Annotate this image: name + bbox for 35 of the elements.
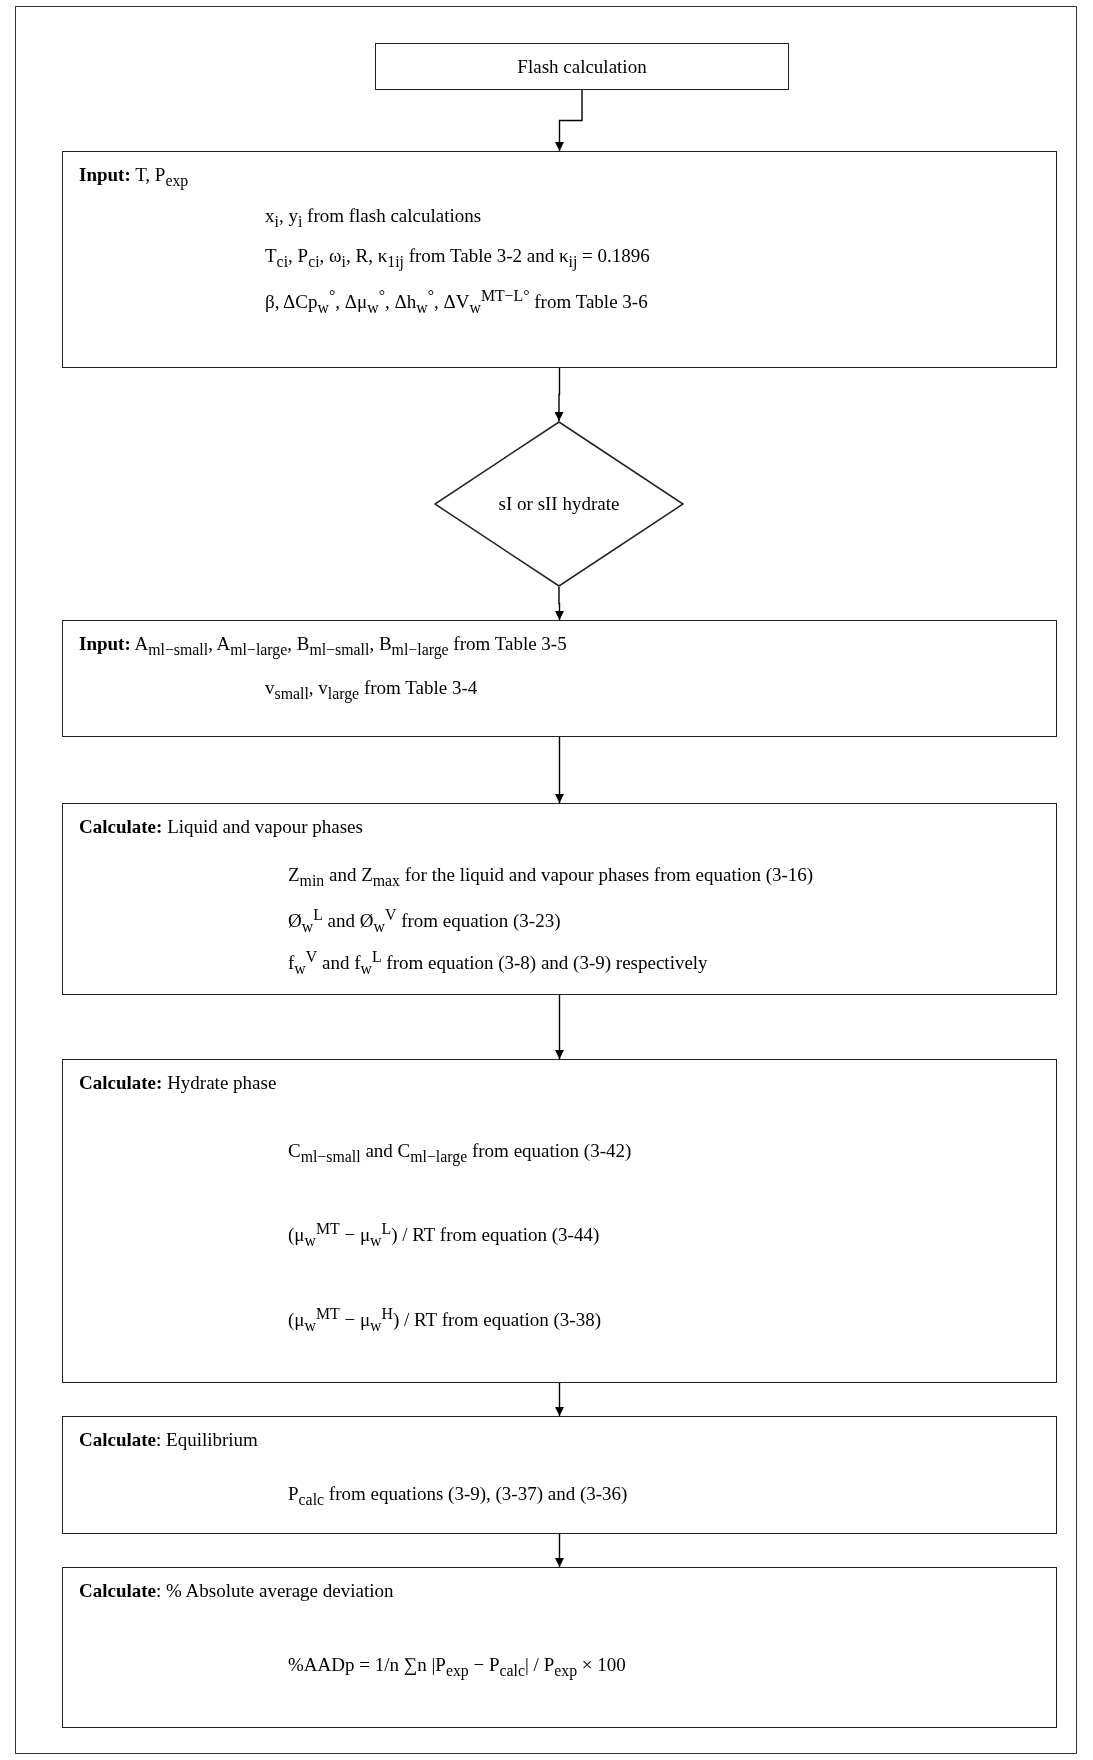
process-box bbox=[62, 803, 1057, 995]
step-heading: Input: A$_{ml−small}$, A$_{ml−large}$, B$_{ml−small}$, B$_{ml−large}$ from Table 3-5 bbox=[79, 633, 567, 660]
step-title: Flash calculation bbox=[516, 55, 648, 78]
decision-diamond bbox=[434, 421, 684, 587]
arrow bbox=[555, 1533, 564, 1568]
arrow bbox=[554, 367, 564, 422]
step-heading: Calculate: Hydrate phase bbox=[79, 1072, 277, 1095]
step-line: P$_{calc}$ from equations (3-9), (3-37) and (3-36) bbox=[288, 1483, 628, 1510]
step-line: Z$_{min}$ and Z$_{max}$ for the liquid and vapour phases from equation (3-16) bbox=[288, 864, 814, 891]
arrow bbox=[555, 736, 564, 804]
step-line: v$_{small}$, v$_{large}$ from Table 3-4 bbox=[265, 677, 478, 704]
step-line: f$_{w}$$^{V}$ and f$_{w}$$^{L}$ from equation (3-8) and (3-9) respectively bbox=[288, 948, 708, 980]
step-heading: Calculate: Liquid and vapour phases bbox=[79, 816, 363, 839]
step-heading: Input: T, P$_{exp}$ bbox=[79, 164, 189, 191]
step-line: C$_{ml−small}$ and C$_{ml−large}$ from equation (3-42) bbox=[288, 1140, 632, 1167]
step-line: Ø$_{w}$$^{L}$ and Ø$_{w}$$^{V}$ from equation (3-23) bbox=[288, 906, 561, 938]
process-box bbox=[375, 43, 789, 90]
step-line: (μ$_{w}$$^{MT}$ − μ$_{w}$$^{H}$) / RT from equation (3-38) bbox=[288, 1305, 601, 1337]
step-line: x$_{i}$, y$_{i}$ from flash calculations bbox=[265, 205, 482, 232]
step-line: %AADp = 1/n ∑n |P$_{exp}$ − P$_{calc}$| / P$_{exp}$ × 100 bbox=[288, 1654, 626, 1681]
process-box bbox=[62, 1059, 1057, 1383]
process-box bbox=[62, 1416, 1057, 1534]
step-heading: Calculate: % Absolute average deviation bbox=[79, 1580, 394, 1603]
step-line: β, ΔCp$_{w}$$^{°}$, Δμ$_{w}$$^{°}$, Δh$_{w}$$^{°}$, ΔV$_{w}$$^{MT−L°}$ from Table 3-6 bbox=[265, 287, 648, 319]
arrow bbox=[555, 994, 564, 1060]
arrow bbox=[555, 586, 564, 621]
process-box bbox=[62, 620, 1057, 737]
arrow bbox=[555, 1382, 564, 1417]
process-box bbox=[62, 1567, 1057, 1728]
process-box bbox=[62, 151, 1057, 368]
decision-text: sI or sII hydrate bbox=[497, 492, 621, 517]
step-heading: Calculate: Equilibrium bbox=[79, 1429, 258, 1452]
arrow bbox=[555, 89, 583, 152]
step-line: (μ$_{w}$$^{MT}$ − μ$_{w}$$^{L}$) / RT from equation (3-44) bbox=[288, 1220, 600, 1252]
step-line: T$_{ci}$, P$_{ci}$, ω$_{i}$, R, κ$_{1ij}$ from Table 3-2 and κ$_{ij}$ = 0.1896 bbox=[265, 245, 650, 272]
